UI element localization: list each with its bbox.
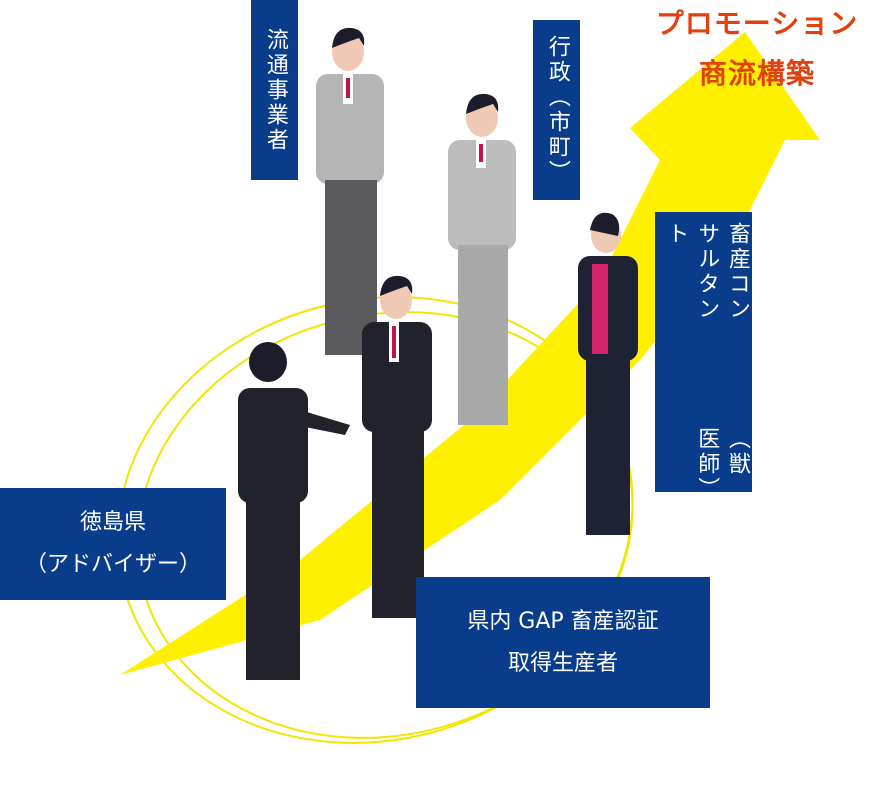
growth-arrow — [120, 32, 820, 675]
person-consultant — [578, 212, 638, 535]
label-distributor-text: 流通事業者 — [262, 27, 288, 153]
label-consultant-line2: （獣医師） — [694, 427, 750, 502]
label-distributor: 流通事業者 — [251, 0, 298, 180]
label-producer-line2: 取得生産者 — [507, 650, 618, 676]
label-prefecture-line1: 徳島県 — [79, 510, 146, 536]
label-government: 行政（市町） — [533, 20, 580, 200]
person-prefecture — [238, 342, 350, 680]
label-prefecture-line2: （アドバイザー） — [24, 552, 201, 577]
label-producer-line1: 県内 GAP 畜産認証 — [467, 608, 659, 634]
goal-line2: 商流構築 — [698, 57, 815, 90]
goal-title: プロモーション 商流構築 — [622, 2, 892, 92]
label-government-text: 行政（市町） — [544, 35, 570, 185]
goal-line1: プロモーション — [655, 7, 859, 40]
label-prefecture: 徳島県 （アドバイザー） — [0, 488, 226, 600]
person-government — [448, 93, 516, 425]
person-distributor — [316, 27, 384, 355]
label-consultant: 畜産コンサルタント （獣医師） — [655, 212, 752, 502]
person-producer — [362, 275, 432, 618]
label-producer: 県内 GAP 畜産認証 取得生産者 — [416, 577, 710, 708]
label-consultant-line1: 畜産コンサルタント — [663, 222, 750, 322]
